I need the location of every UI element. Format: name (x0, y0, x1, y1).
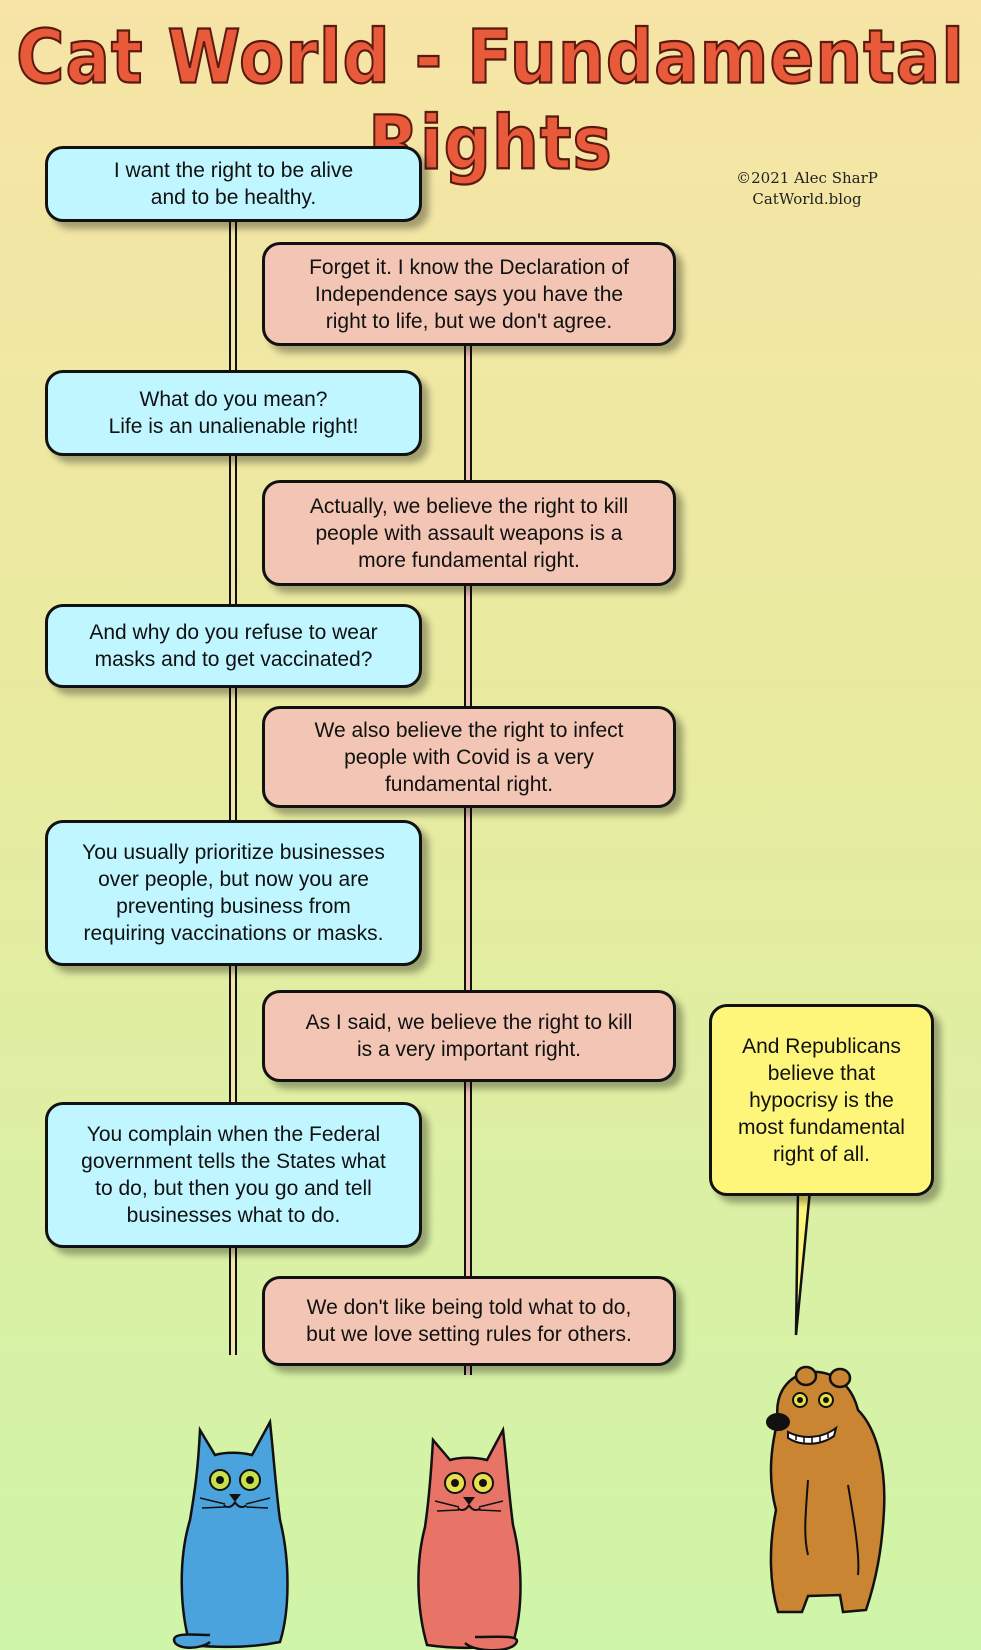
bear-speech-tail (794, 1190, 812, 1336)
site-text: CatWorld.blog (752, 190, 862, 208)
blue-cat-illustration (172, 1417, 289, 1649)
credit: ©2021 Alec SharP CatWorld.blog (712, 168, 902, 210)
speech-bubble-blue-3: And why do you refuse to wear masks and … (45, 604, 422, 688)
copyright-text: ©2021 Alec SharP (736, 169, 878, 187)
red-cat-illustration (417, 1425, 522, 1650)
speech-bubble-bear: And Republicans believe that hypocrisy i… (709, 1004, 934, 1196)
speech-bubble-blue-2: What do you mean? Life is an unalienable… (45, 370, 422, 456)
speech-bubble-red-5: We don't like being told what to do, but… (262, 1276, 676, 1366)
speech-bubble-red-4: As I said, we believe the right to kill … (262, 990, 676, 1082)
speech-bubble-red-2: Actually, we believe the right to kill p… (262, 480, 676, 586)
blue-speech-line (229, 205, 237, 1355)
bear-illustration (766, 1365, 886, 1614)
comic-title: Cat World - Fundamental Rights (15, 13, 965, 188)
speech-bubble-blue-4: You usually prioritize businesses over p… (45, 820, 422, 966)
speech-bubble-blue-1: I want the right to be alive and to be h… (45, 146, 422, 222)
speech-bubble-red-3: We also believe the right to infect peop… (262, 706, 676, 808)
speech-bubble-red-1: Forget it. I know the Declaration of Ind… (262, 242, 676, 346)
pink-speech-line (464, 335, 472, 1375)
speech-bubble-blue-5: You complain when the Federal government… (45, 1102, 422, 1248)
